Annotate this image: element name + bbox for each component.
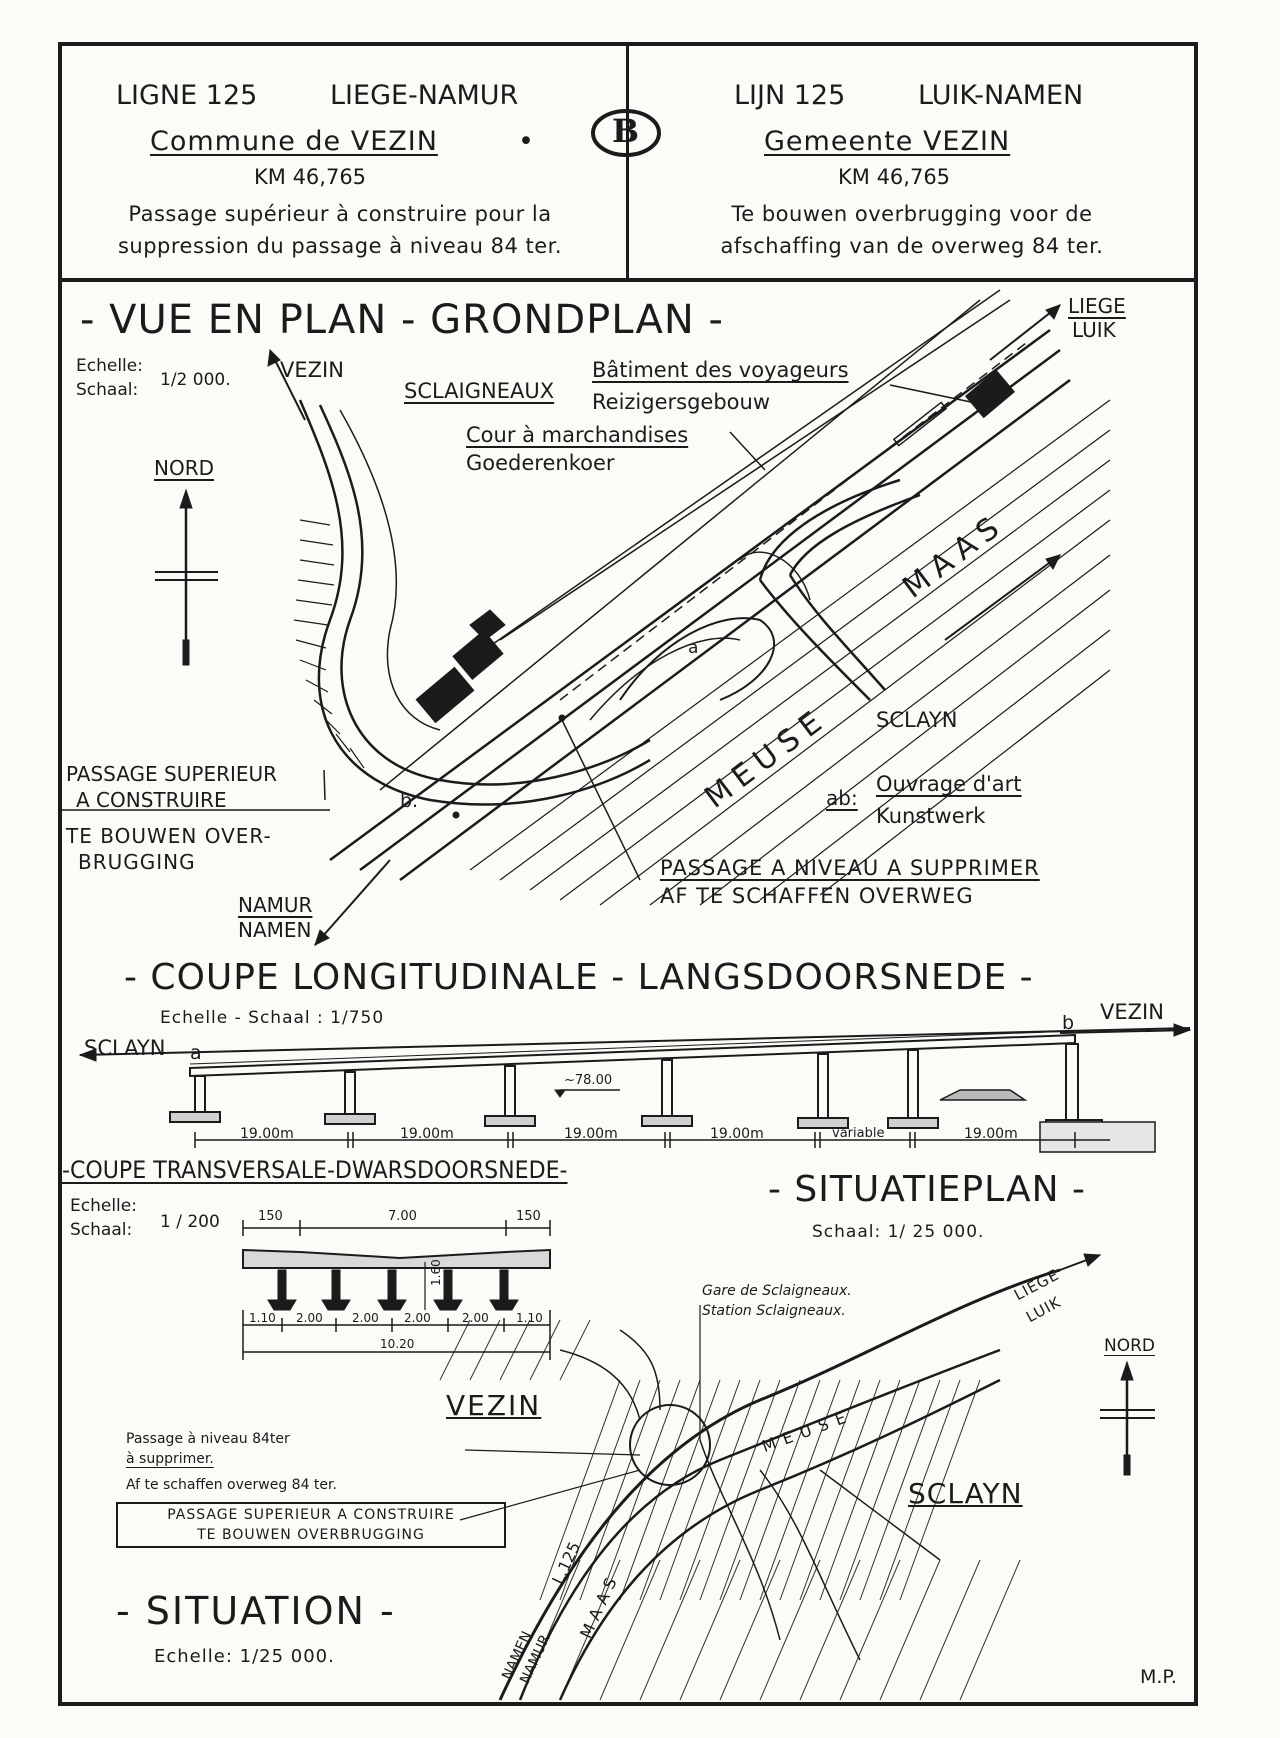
- situation-title: - SITUATION -: [116, 1589, 396, 1633]
- plan-north-label: NORD: [154, 456, 214, 480]
- long-sclayn: SCLAYN: [84, 1036, 166, 1060]
- situation-north-label: NORD: [1104, 1336, 1155, 1356]
- situation-box-nl: TE BOUWEN OVERBRUGGING: [197, 1527, 425, 1543]
- trans-total: 10.20: [380, 1337, 415, 1351]
- long-span-3: 19.00m: [564, 1126, 618, 1142]
- situation-pan-fr-2: à supprimer.: [126, 1451, 214, 1467]
- long-point-b: b: [1062, 1012, 1075, 1034]
- situation-gare-nl: Station Sclaigneaux.: [702, 1303, 846, 1319]
- line-number-nl: LIJN 125: [734, 80, 846, 111]
- commune-nl: Gemeente VEZIN: [764, 126, 1011, 157]
- plan-cour-nl: Goederenkoer: [466, 451, 615, 475]
- sncb-logo: B: [590, 108, 662, 158]
- situation-pan-nl: Af te schaffen overweg 84 ter.: [126, 1477, 337, 1493]
- line-number-fr: LIGNE 125: [116, 80, 258, 111]
- plan-namen: NAMEN: [238, 918, 312, 942]
- situatieplan-title: - SITUATIEPLAN -: [768, 1169, 1087, 1210]
- situation-sclayn: SCLAYN: [908, 1477, 1023, 1510]
- plan-point-a: a: [688, 638, 699, 658]
- plan-batiment-nl: Reizigersgebouw: [592, 390, 770, 414]
- plan-scale-label-nl: Schaal:: [76, 380, 139, 400]
- long-vezin: VEZIN: [1100, 1000, 1164, 1024]
- situation-gare-fr: Gare de Sclaigneaux.: [702, 1283, 852, 1299]
- plan-liege: LIEGE: [1068, 294, 1126, 318]
- plan-cour-fr: Cour à marchandises: [466, 423, 689, 447]
- long-span-4: 19.00m: [710, 1126, 764, 1142]
- plan-pan-fr: PASSAGE A NIVEAU A SUPPRIMER: [660, 856, 1040, 880]
- trans-dim-b4: 2.00: [404, 1311, 431, 1325]
- plan-passage-sup-fr-1: PASSAGE SUPERIEUR: [66, 762, 278, 786]
- plan-scale-label-fr: Echelle:: [76, 356, 143, 376]
- desc-fr-2: suppression du passage à niveau 84 ter.: [117, 234, 563, 258]
- situation-vezin: VEZIN: [446, 1389, 542, 1422]
- desc-nl-1: Te bouwen overbrugging voor de: [731, 202, 1093, 226]
- trans-dim-b3: 2.00: [352, 1311, 379, 1325]
- commune-fr: Commune de VEZIN: [150, 126, 438, 157]
- trans-dim-700: 7.00: [388, 1209, 417, 1224]
- trans-dim-150-left: 150: [258, 1209, 283, 1224]
- long-span-6: 19.00m: [964, 1126, 1018, 1142]
- trans-scale-value: 1 / 200: [160, 1212, 220, 1232]
- plan-sclayn: SCLAYN: [876, 708, 958, 732]
- plan-pan-nl: AF TE SCHAFFEN OVERWEG: [660, 884, 974, 908]
- plan-point-b: b.: [400, 790, 419, 812]
- plan-passage-sup-nl-1: TE BOUWEN OVER-: [66, 824, 272, 848]
- trans-height: 1.60: [429, 1259, 443, 1286]
- trans-title: -COUPE TRANSVERSALE-DWARSDOORSNEDE-: [62, 1156, 568, 1184]
- long-point-a: a: [190, 1042, 202, 1064]
- passage-superieur-box: [116, 1502, 506, 1548]
- plan-ouvrage-nl: Kunstwerk: [876, 804, 986, 828]
- title-block-divider: [626, 42, 629, 282]
- km-nl: KM 46,765: [838, 165, 951, 189]
- bullet: •: [518, 126, 534, 157]
- situation-box-fr: PASSAGE SUPERIEUR A CONSTRUIRE: [167, 1507, 455, 1523]
- plan-passage-sup-fr-2: A CONSTRUIRE: [76, 788, 227, 812]
- trans-dim-b1: 1.10: [249, 1311, 276, 1325]
- plan-sclaigneaux: SCLAIGNEAUX: [404, 379, 555, 403]
- situation-scale: Echelle: 1/25 000.: [154, 1646, 335, 1667]
- plan-luik: LUIK: [1072, 318, 1116, 342]
- trans-dim-b2: 2.00: [296, 1311, 323, 1325]
- long-level: ~78.00: [564, 1073, 613, 1088]
- plan-ab-label: ab:: [826, 786, 858, 810]
- desc-fr-1: Passage supérieur à construire pour la: [128, 202, 552, 226]
- route-nl: LUIK-NAMEN: [918, 80, 1084, 111]
- plan-ouvrage-fr: Ouvrage d'art: [876, 772, 1022, 796]
- plan-batiment-fr: Bâtiment des voyageurs: [592, 358, 849, 382]
- long-span-2: 19.00m: [400, 1126, 454, 1142]
- long-title: - COUPE LONGITUDINALE - LANGSDOORSNEDE -: [124, 957, 1034, 998]
- plan-scale-value: 1/2 000.: [160, 370, 231, 390]
- situation-pan-fr-1: Passage à niveau 84ter: [126, 1431, 290, 1447]
- plan-passage-sup-nl-2: BRUGGING: [78, 850, 196, 874]
- logo-letter: B: [612, 112, 640, 150]
- plan-vezin: VEZIN: [280, 358, 344, 382]
- plan-title: - VUE EN PLAN - GRONDPLAN -: [80, 297, 724, 343]
- route-fr: LIEGE-NAMUR: [330, 80, 519, 111]
- situatieplan-scale: Schaal: 1/ 25 000.: [812, 1222, 985, 1242]
- long-span-1: 19.00m: [240, 1126, 294, 1142]
- long-scale: Echelle - Schaal : 1/750: [160, 1008, 385, 1028]
- long-span-5: variable: [832, 1126, 885, 1141]
- trans-dim-b5: 2.00: [462, 1311, 489, 1325]
- km-fr: KM 46,765: [254, 165, 367, 189]
- trans-scale-label-nl: Schaal:: [70, 1220, 133, 1240]
- signature: M.P.: [1140, 1666, 1177, 1688]
- desc-nl-2: afschaffing van de overweg 84 ter.: [720, 234, 1104, 258]
- trans-scale-label-fr: Echelle:: [70, 1196, 137, 1216]
- trans-dim-b6: 1.10: [516, 1311, 543, 1325]
- plan-namur: NAMUR: [238, 893, 313, 917]
- trans-dim-150-right: 150: [516, 1209, 541, 1224]
